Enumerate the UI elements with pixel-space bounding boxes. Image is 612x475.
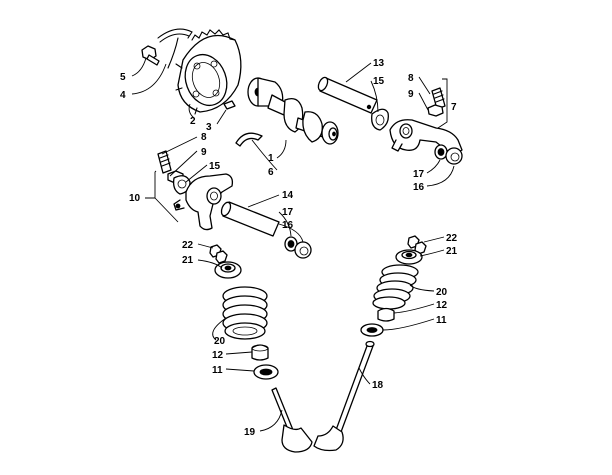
valve-spring-left — [222, 286, 268, 340]
rocker-roller-intake — [284, 236, 312, 259]
leader-lines — [131, 57, 455, 432]
thrust-washer — [235, 132, 263, 147]
sprocket-retainer-clip — [157, 28, 193, 69]
callout-17-upper: 17 — [413, 169, 425, 180]
valve-left — [271, 387, 313, 453]
callout-16-upper: 16 — [413, 182, 425, 193]
callout-8-lower: 8 — [201, 132, 207, 143]
adjuster-screw-intake — [157, 150, 172, 174]
spring-seat-right — [360, 323, 384, 337]
callout-11-right: 11 — [436, 315, 447, 326]
callout-12-right: 12 — [436, 300, 448, 311]
callout-15-upper: 15 — [373, 76, 385, 87]
valve-stem-seal-left — [251, 344, 269, 361]
callout-14: 14 — [282, 190, 294, 201]
callout-4: 4 — [120, 90, 126, 101]
valve-right — [313, 340, 375, 452]
callout-15-lower: 15 — [209, 161, 221, 172]
callout-2: 2 — [190, 116, 196, 127]
camshaft — [247, 77, 339, 145]
lock-plate-upper — [371, 108, 389, 131]
rocker-shaft-exhaust — [317, 76, 378, 114]
callout-17-lower: 17 — [282, 207, 294, 218]
callout-labels: 5 4 2 3 1 6 13 15 8 9 7 17 16 8 9 15 10 … — [120, 58, 458, 438]
callout-18: 18 — [372, 380, 384, 391]
spring-seat-left — [253, 364, 279, 380]
callout-22-left: 22 — [182, 240, 194, 251]
callout-21-left: 21 — [182, 255, 194, 266]
callout-8-upper: 8 — [408, 73, 414, 84]
valve-spring-right — [372, 264, 419, 310]
callout-5: 5 — [120, 72, 126, 83]
spring-retainer-left — [214, 261, 242, 279]
callout-9-upper: 9 — [408, 89, 414, 100]
callout-11-left: 11 — [212, 365, 223, 376]
rocker-arm-intake — [173, 173, 234, 231]
callout-22-right: 22 — [446, 233, 458, 244]
sprocket-bolt — [141, 45, 160, 66]
valve-keepers-right — [407, 235, 427, 255]
callout-1: 1 — [268, 153, 274, 164]
callout-20-left: 20 — [214, 336, 226, 347]
callout-16-lower: 16 — [282, 220, 294, 231]
callout-10: 10 — [129, 193, 141, 204]
callout-12-left: 12 — [212, 350, 224, 361]
valve-stem-seal-right — [377, 307, 395, 322]
callout-21-right: 21 — [446, 246, 458, 257]
callout-9-lower: 9 — [201, 147, 207, 158]
callout-19: 19 — [244, 427, 256, 438]
rocker-shaft-intake — [220, 201, 280, 237]
callout-13: 13 — [373, 58, 385, 69]
callout-6: 6 — [268, 167, 274, 178]
dowel-pin — [223, 100, 236, 110]
callout-3: 3 — [206, 122, 212, 133]
callout-20-right: 20 — [436, 287, 448, 298]
callout-7: 7 — [451, 102, 457, 113]
spring-retainer-right — [395, 249, 423, 265]
cam-sprocket — [175, 29, 242, 115]
adjuster-screw-exhaust — [427, 87, 446, 117]
rocker-arm-exhaust — [389, 119, 463, 154]
rocker-roller-exhaust — [434, 144, 463, 165]
